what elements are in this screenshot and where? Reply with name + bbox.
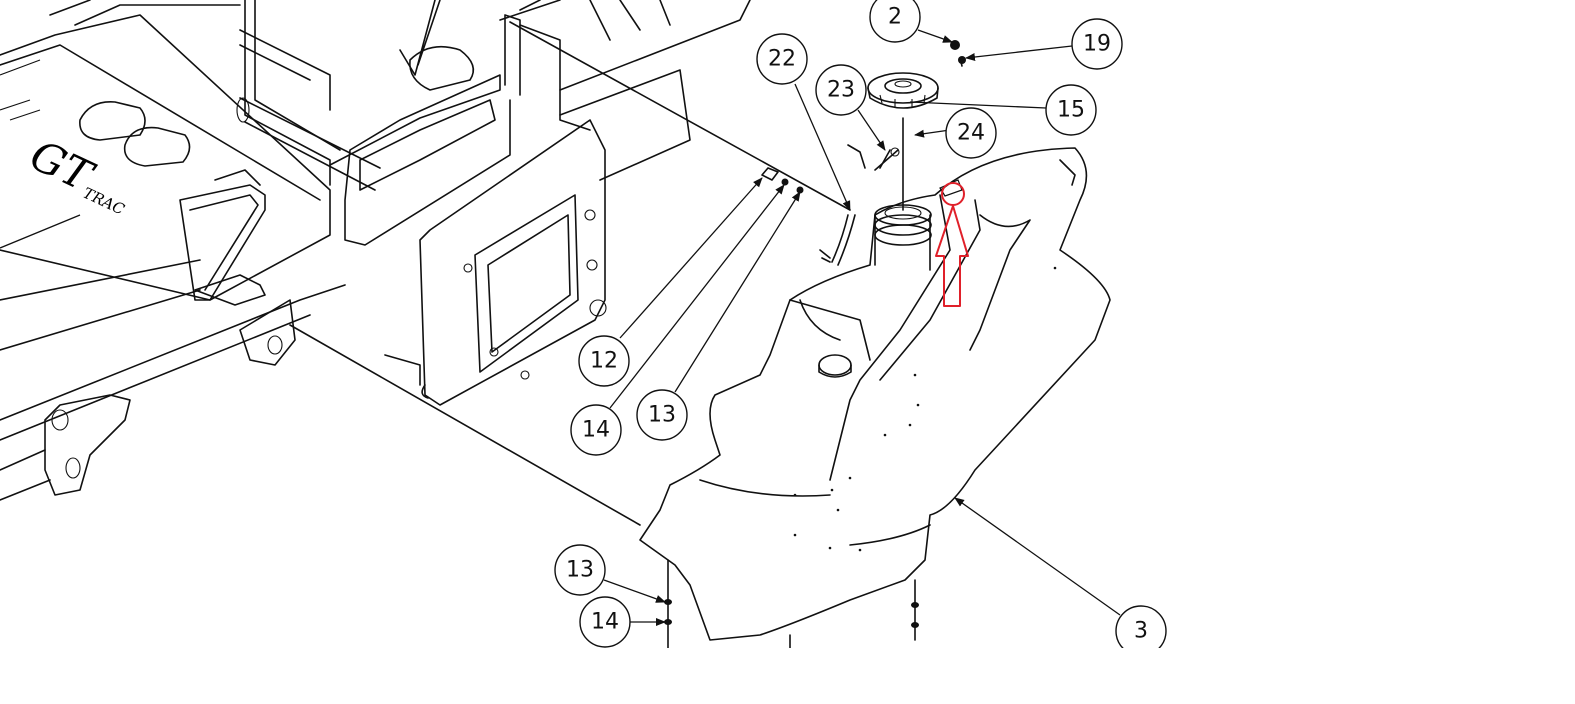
- callout-14-lower-label: 14: [591, 610, 619, 635]
- rear-mount-line: [289, 324, 672, 651]
- callout-24-label: 24: [957, 121, 985, 146]
- callout-2-label: 2: [888, 5, 902, 30]
- callout-23-label: 23: [827, 78, 855, 103]
- callout-13-upper-label: 13: [648, 403, 676, 428]
- vent-hose-23: [847, 144, 900, 171]
- callout-23: 23: [815, 64, 867, 116]
- callout-22-label: 22: [768, 47, 796, 72]
- highlight-circle: [941, 182, 965, 206]
- leader-lines: [0, 29, 1121, 626]
- callout-13-lower-label: 13: [566, 558, 594, 583]
- fuel-cap-15: [867, 72, 939, 211]
- fuel-hose-22: [819, 214, 856, 266]
- highlight-up-arrow: [935, 205, 969, 307]
- callout-13-upper: 13: [636, 389, 688, 441]
- fasteners-12-13-14: [509, 21, 851, 211]
- logo-trac: TRAC: [80, 184, 128, 219]
- callout-14-upper: 14: [570, 404, 622, 456]
- callout-12: 12: [578, 335, 630, 387]
- callout-15-label: 15: [1057, 98, 1085, 123]
- callout-12-label: 12: [590, 349, 618, 374]
- callout-24: 24: [945, 107, 997, 159]
- fuel-tank: [639, 147, 1111, 651]
- highlight-marker: [935, 179, 969, 307]
- tractor-frame: GT TRAC: [0, 0, 751, 501]
- callout-22: 22: [756, 33, 808, 85]
- callouts: 2 19 22 23 15 24 12 14: [554, 0, 1167, 657]
- callout-14-upper-label: 14: [582, 418, 610, 443]
- callout-2: 2: [869, 0, 921, 43]
- callout-3-label: 3: [1134, 619, 1148, 644]
- callout-19: 19: [1071, 18, 1123, 70]
- callout-19-label: 19: [1083, 32, 1111, 57]
- hardware-2-19: [950, 40, 966, 67]
- callout-15: 15: [1045, 84, 1097, 136]
- callout-14-lower: 14: [579, 596, 631, 648]
- callout-13-lower: 13: [554, 544, 606, 596]
